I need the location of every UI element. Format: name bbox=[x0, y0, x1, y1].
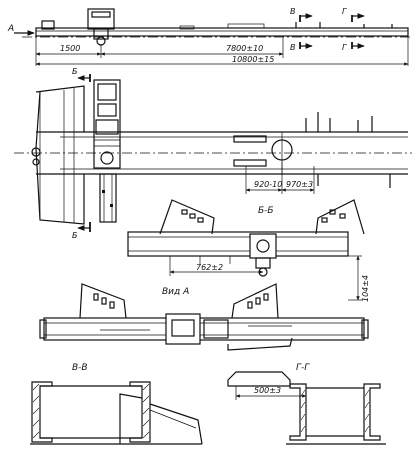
section-v-top-label: В bbox=[290, 7, 296, 16]
dimensions-plan: 920-10 970±3 bbox=[245, 162, 315, 194]
view-arrow-a-label: А bbox=[7, 24, 14, 34]
dimensions-top: 1500 7800±10 10800±15 bbox=[35, 36, 409, 66]
section-gg-title: Г-Г bbox=[296, 363, 310, 373]
view-a: Вид А bbox=[39, 283, 369, 351]
section-bb: Б-Б bbox=[127, 199, 365, 277]
section-marks-b: Б Б bbox=[72, 67, 91, 240]
section-bb-title: Б-Б bbox=[258, 206, 274, 216]
dimensions-bb: 762±2 104±4 bbox=[169, 255, 370, 302]
section-b-top-label: Б bbox=[72, 67, 78, 76]
plan-view bbox=[14, 79, 412, 225]
dim-920: 920-10 bbox=[254, 180, 282, 189]
section-b-bottom-label: Б bbox=[72, 231, 78, 240]
dim-1500: 1500 bbox=[60, 44, 80, 53]
dim-500: 500±3 bbox=[254, 386, 281, 395]
section-marks-top: В В Г Г bbox=[290, 7, 365, 52]
dim-7800: 7800±10 bbox=[226, 44, 263, 53]
section-vv: В-В bbox=[30, 363, 203, 445]
dim-10800: 10800±15 bbox=[232, 55, 274, 64]
section-g-top-label: Г bbox=[342, 7, 347, 16]
dim-970: 970±3 bbox=[286, 180, 313, 189]
section-gg: Г-Г 500±3 bbox=[227, 363, 386, 445]
view-a-title: Вид А bbox=[162, 287, 189, 297]
section-v-bottom-label: В bbox=[290, 43, 296, 52]
section-vv-title: В-В bbox=[72, 363, 88, 373]
dim-762: 762±2 bbox=[196, 263, 223, 272]
side-view: А bbox=[7, 8, 412, 46]
dim-104: 104±4 bbox=[361, 275, 370, 302]
section-g-bottom-label: Г bbox=[342, 43, 347, 52]
